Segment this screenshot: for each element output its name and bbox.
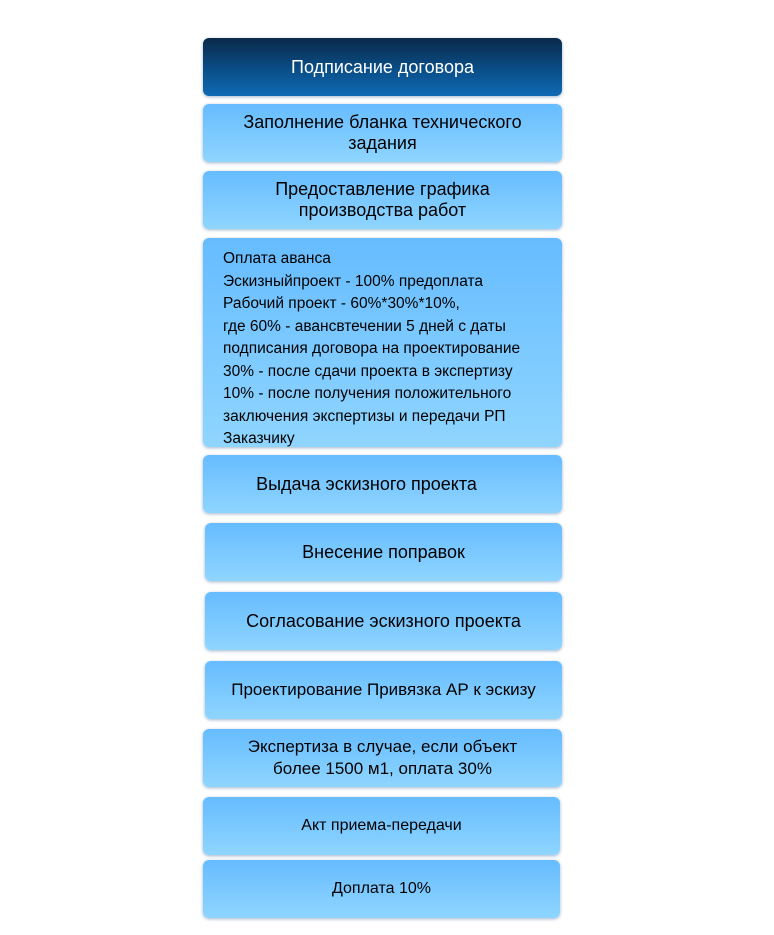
step-acceptance-act: Акт приема-передачи [203, 797, 560, 855]
step-final-payment: Доплата 10% [203, 860, 560, 918]
step-label: Согласование эскизного проекта [246, 611, 521, 631]
step-label: Доплата 10% [332, 880, 431, 897]
step-label: Оплата аванса Эскизныйпроект - 100% пред… [223, 250, 521, 447]
step-expertise: Экспертиза в случае, если объект более 1… [203, 729, 562, 787]
step-label: Выдача эскизного проекта [256, 474, 477, 494]
step-label: Проектирование Привязка АР к эскизу [231, 680, 536, 699]
step-label: Внесение поправок [302, 542, 465, 562]
step-design: Проектирование Привязка АР к эскизу [205, 661, 562, 719]
step-work-schedule: Предоставление графика производства рабо… [203, 171, 562, 229]
step-label: Акт приема-передачи [301, 817, 462, 834]
step-advance-payment: Оплата аванса Эскизныйпроект - 100% пред… [203, 238, 562, 447]
step-corrections: Внесение поправок [205, 523, 562, 581]
step-sketch-approval: Согласование эскизного проекта [205, 592, 562, 650]
step-label: Заполнение бланка технического задания [243, 112, 522, 153]
step-sketch-delivery: Выдача эскизного проекта [203, 455, 562, 513]
step-label: Предоставление графика производства рабо… [275, 179, 490, 220]
step-technical-spec: Заполнение бланка технического задания [203, 104, 562, 162]
step-label: Подписание договора [291, 57, 474, 77]
step-label: Экспертиза в случае, если объект более 1… [247, 737, 518, 778]
step-contract-signing: Подписание договора [203, 38, 562, 96]
